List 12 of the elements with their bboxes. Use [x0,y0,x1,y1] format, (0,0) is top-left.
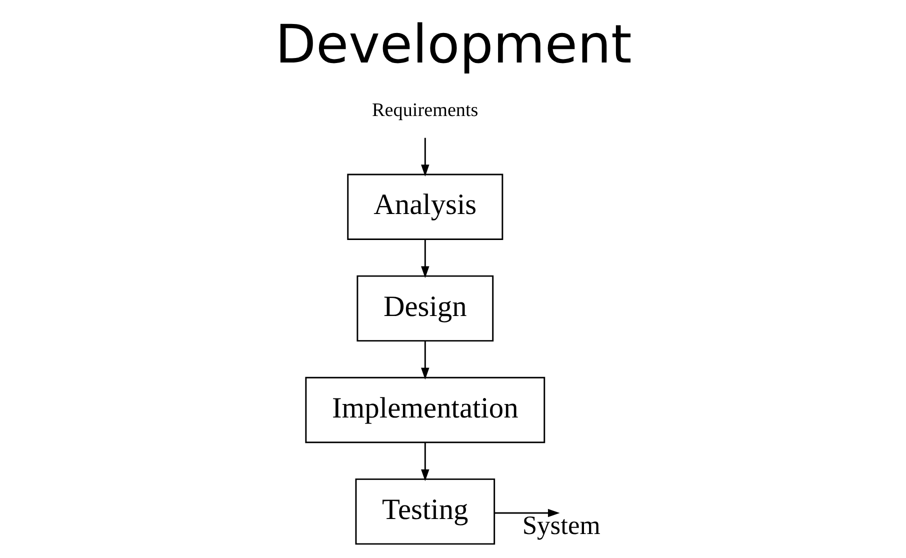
arrow [420,442,429,482]
node-box: Design [356,275,494,342]
node-text: Requirements [372,100,478,122]
arrow [420,240,429,278]
arrow [494,508,560,518]
arrow [420,341,429,380]
edge-label: System [522,510,600,540]
node-box: Implementation [304,376,545,444]
node-box: Analysis [346,174,503,240]
node-box: Testing [354,478,495,545]
arrow [420,138,429,176]
diagram-title: Development [274,14,632,76]
